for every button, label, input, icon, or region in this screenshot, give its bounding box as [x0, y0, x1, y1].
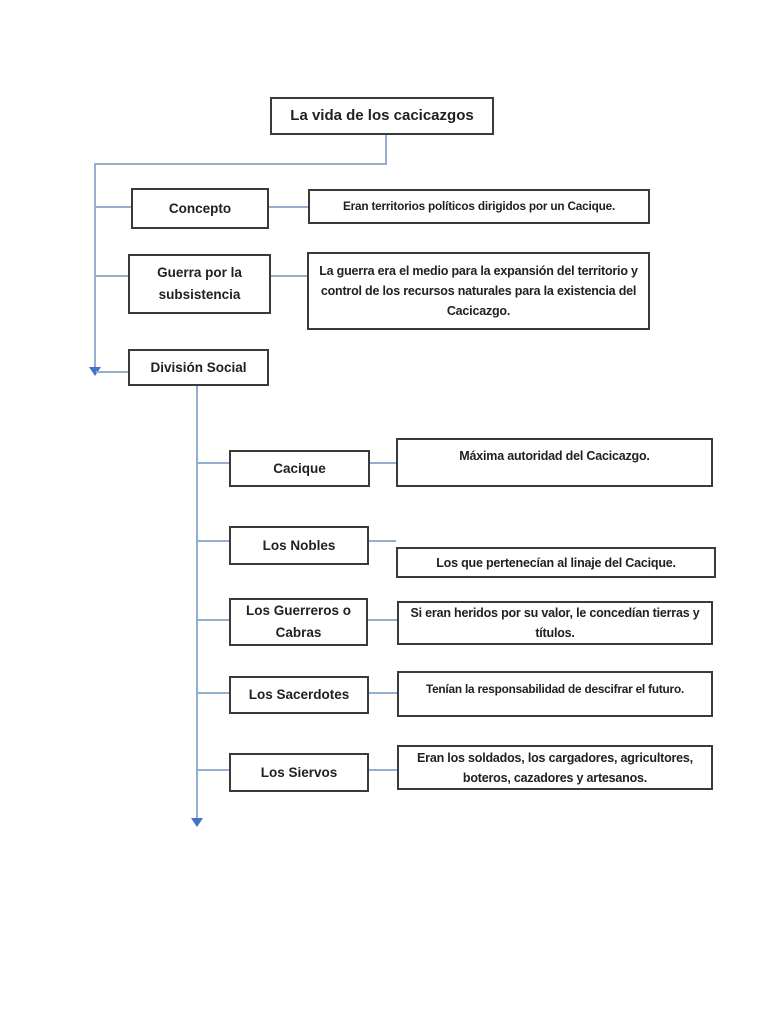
arrow-down-icon	[89, 367, 101, 376]
connector-cacique-branch	[198, 462, 229, 464]
node-division-social: División Social	[128, 349, 269, 386]
node-guerra: Guerra por la subsistencia	[128, 254, 271, 314]
description-guerra: La guerra era el medio para la expansión…	[307, 252, 650, 330]
connector-sacerdotes-description	[369, 692, 397, 694]
arrow-down-icon	[191, 818, 203, 827]
connector-division-branch	[96, 371, 128, 373]
node-nobles: Los Nobles	[229, 526, 369, 565]
node-guerreros: Los Guerreros o Cabras	[229, 598, 368, 646]
connector-sacerdotes-branch	[198, 692, 229, 694]
connector-siervos-branch	[198, 769, 229, 771]
connector-nobles-branch	[198, 540, 229, 542]
description-siervos: Eran los soldados, los cargadores, agric…	[397, 745, 713, 790]
description-concepto: Eran territorios políticos dirigidos por…	[308, 189, 650, 224]
connector-left-vertical	[94, 163, 96, 367]
description-nobles: Los que pertenecían al linaje del Caciqu…	[396, 547, 716, 578]
description-sacerdotes: Tenían la responsabilidad de descifrar e…	[397, 671, 713, 717]
connector-division-vertical	[196, 386, 198, 818]
connector-guerreros-description	[368, 619, 397, 621]
connector-concepto-description	[269, 206, 308, 208]
connector-nobles-description	[369, 540, 396, 542]
description-guerreros: Si eran heridos por su valor, le concedí…	[397, 601, 713, 645]
connector-title-drop	[385, 135, 387, 164]
connector-guerreros-branch	[198, 619, 229, 621]
description-cacique: Máxima autoridad del Cacicazgo.	[396, 438, 713, 487]
node-sacerdotes: Los Sacerdotes	[229, 676, 369, 714]
node-cacique: Cacique	[229, 450, 370, 487]
title-node: La vida de los cacicazgos	[270, 97, 494, 135]
node-concepto: Concepto	[131, 188, 269, 229]
node-siervos: Los Siervos	[229, 753, 369, 792]
connector-siervos-description	[369, 769, 397, 771]
connector-concepto-branch	[96, 206, 131, 208]
connector-cacique-description	[370, 462, 396, 464]
connector-top-horizontal	[94, 163, 387, 165]
connector-guerra-branch	[96, 275, 128, 277]
connector-guerra-description	[271, 275, 307, 277]
